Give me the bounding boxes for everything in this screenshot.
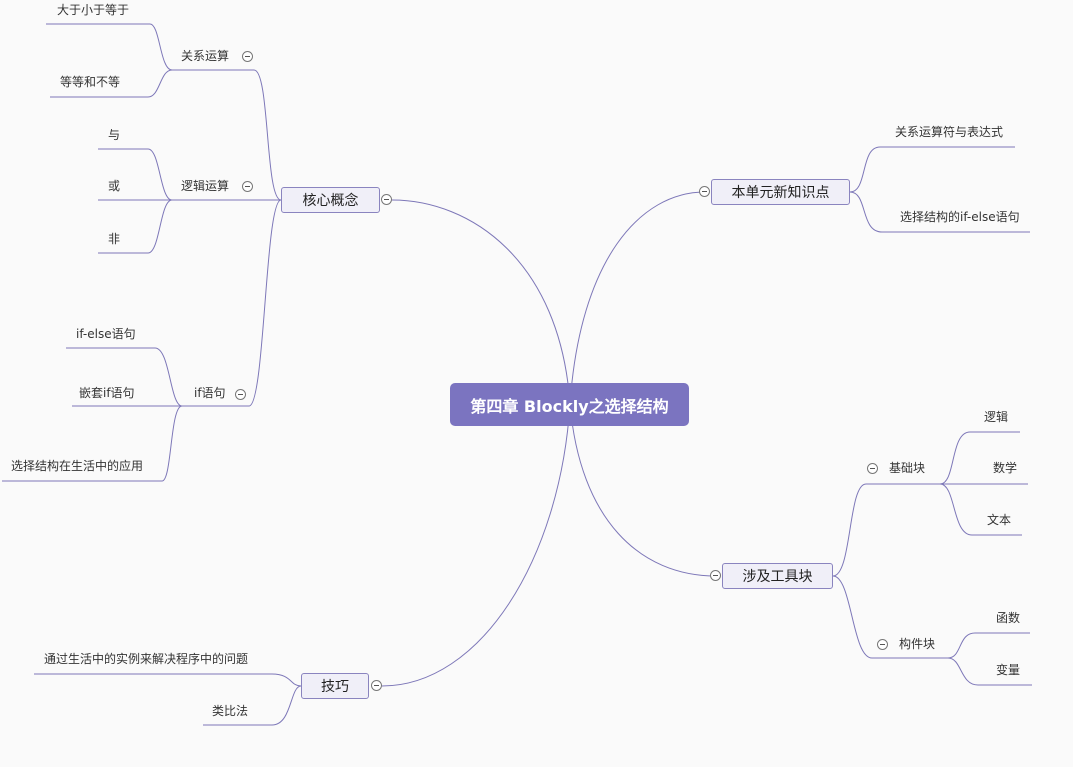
leaf-relational-2[interactable]: 等等和不等 — [60, 75, 121, 89]
leaf-build-1[interactable]: 函数 — [996, 611, 1021, 625]
leaf-if-2[interactable]: 嵌套if语句 — [79, 386, 135, 400]
leaf-tips-1[interactable]: 通过生活中的实例来解决程序中的问题 — [44, 652, 249, 666]
leaf-basic-1[interactable]: 逻辑 — [984, 410, 1009, 424]
collapse-toggle-build[interactable] — [877, 639, 888, 650]
leaf-logical-1[interactable]: 与 — [108, 128, 121, 142]
leaf-basic-3[interactable]: 文本 — [987, 513, 1012, 527]
topic-basic-blocks[interactable]: 基础块 — [889, 461, 926, 475]
leaf-logical-3[interactable]: 非 — [108, 232, 121, 246]
collapse-toggle-tools[interactable] — [710, 570, 721, 581]
collapse-toggle-relational[interactable] — [242, 51, 253, 62]
leaf-new-points-1[interactable]: 关系运算符与表达式 — [895, 125, 1004, 139]
topic-logical-ops[interactable]: 逻辑运算 — [181, 179, 230, 193]
leaf-build-2[interactable]: 变量 — [996, 663, 1021, 677]
leaf-if-3[interactable]: 选择结构在生活中的应用 — [11, 459, 144, 473]
topic-tips[interactable]: 技巧 — [301, 673, 369, 699]
collapse-toggle-core[interactable] — [381, 194, 392, 205]
leaf-new-points-2[interactable]: 选择结构的if-else语句 — [900, 210, 1020, 224]
topic-relational-ops[interactable]: 关系运算 — [181, 49, 230, 63]
collapse-toggle-logical[interactable] — [242, 181, 253, 192]
leaf-basic-2[interactable]: 数学 — [993, 461, 1018, 475]
collapse-toggle-new-points[interactable] — [699, 186, 710, 197]
topic-core-concepts[interactable]: 核心概念 — [281, 187, 380, 213]
collapse-toggle-tips[interactable] — [371, 680, 382, 691]
leaf-if-1[interactable]: if-else语句 — [76, 327, 136, 341]
topic-if-statement[interactable]: if语句 — [194, 386, 226, 400]
collapse-toggle-basic[interactable] — [867, 463, 878, 474]
topic-new-points[interactable]: 本单元新知识点 — [711, 179, 850, 205]
leaf-relational-1[interactable]: 大于小于等于 — [57, 3, 130, 17]
leaf-tips-2[interactable]: 类比法 — [212, 704, 249, 718]
topic-tool-blocks[interactable]: 涉及工具块 — [722, 563, 833, 589]
topic-build-blocks[interactable]: 构件块 — [899, 637, 936, 651]
root-topic[interactable]: 第四章 Blockly之选择结构 — [450, 383, 689, 426]
collapse-toggle-if[interactable] — [235, 389, 246, 400]
leaf-logical-2[interactable]: 或 — [108, 179, 121, 193]
